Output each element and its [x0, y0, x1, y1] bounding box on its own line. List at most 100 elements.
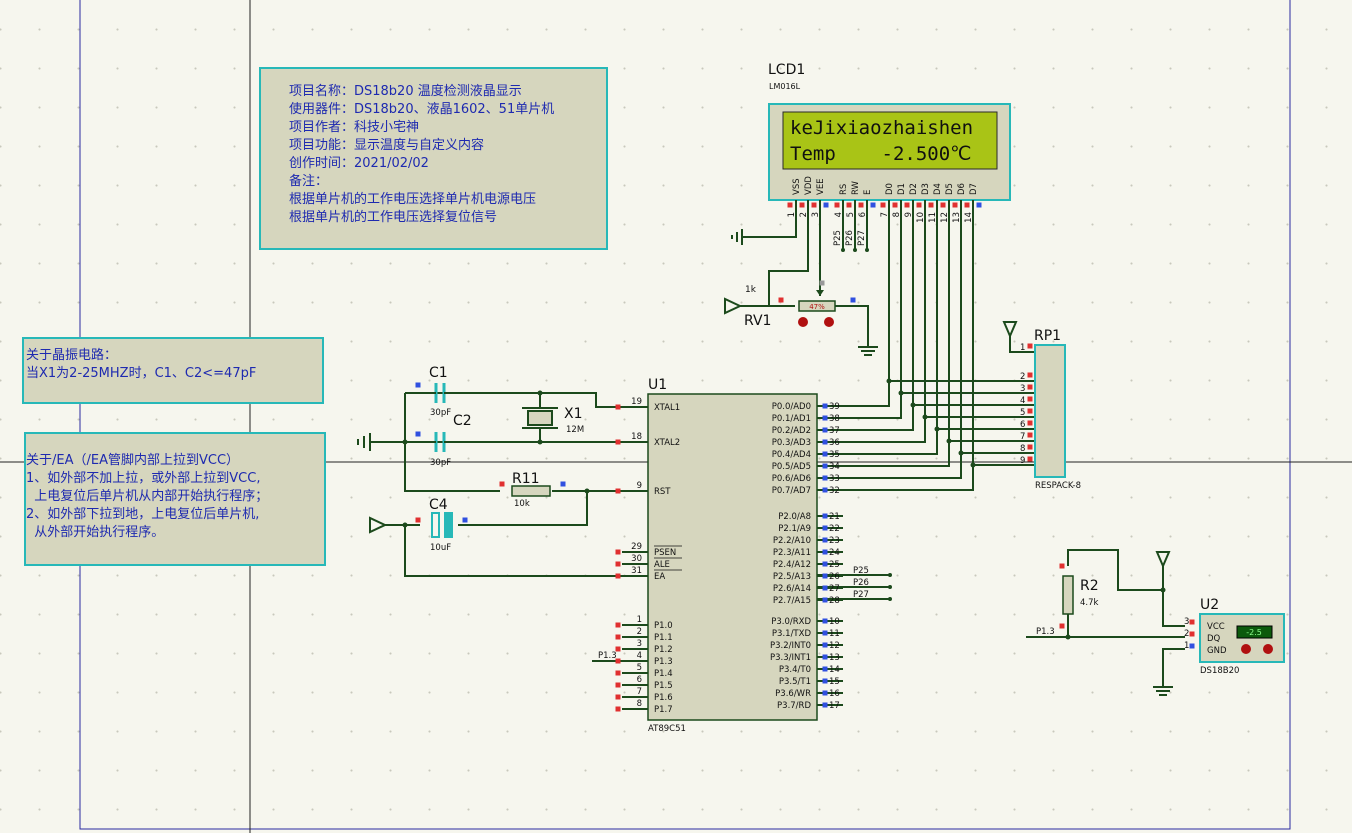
pin-number: 4: [637, 651, 642, 661]
pin-state-marker: [822, 525, 828, 531]
pin-state-marker: [615, 646, 621, 652]
rp1-pin-number: 6: [1020, 420, 1025, 430]
pin-number: 22: [829, 524, 840, 534]
u2-model: DS18B20: [1200, 666, 1239, 676]
note-line: 1、如外部不加上拉，或外部上拉到VCC,: [26, 471, 261, 486]
rv1-percent: 47%: [809, 303, 825, 311]
u2-pin-name: VCC: [1207, 622, 1225, 632]
u2-display-value: -2.5: [1246, 628, 1262, 637]
pin-name: P1.4: [654, 669, 673, 679]
c4-plate-neg: [444, 512, 453, 538]
pin-name: EA: [654, 572, 665, 582]
pin-state-marker: [964, 202, 970, 208]
pin-state-marker: [1189, 631, 1195, 637]
rp1-pin-number: 9: [1020, 456, 1025, 466]
pin-state-marker: [976, 202, 982, 208]
pin-state-marker: [822, 415, 828, 421]
pin-state-marker: [1027, 456, 1033, 462]
lcd-pin-name: D3: [921, 183, 931, 195]
pin-state-marker: [822, 427, 828, 433]
lcd-line-2: Temp -2.500℃: [790, 143, 971, 165]
pin-state-marker: [822, 403, 828, 409]
rv1-button-down[interactable]: [798, 317, 808, 327]
pin-name: P0.0/AD0: [772, 402, 811, 412]
pin-name: P2.7/A15: [773, 596, 811, 606]
lcd-pin-number: 14: [964, 212, 974, 223]
pin-name: P3.4/T0: [779, 665, 811, 675]
pin-state-marker: [615, 706, 621, 712]
note-ea[interactable]: 关于/EA（/EA管脚内部上拉到VCC）1、如外部不加上拉，或外部上拉到VCC,…: [24, 432, 326, 566]
u2-button-down[interactable]: [1241, 644, 1251, 654]
lcd-pin-name: VSS: [792, 178, 802, 195]
pin-state-marker: [822, 451, 828, 457]
pin-state-marker: [858, 202, 864, 208]
pin-state-marker: [615, 682, 621, 688]
note-line: 2、如外部下拉到地，上电复位后单片机,: [26, 507, 260, 522]
note-line: 从外部开始执行程序。: [26, 525, 165, 540]
pin-state-marker: [1189, 619, 1195, 625]
pin-number: 25: [829, 560, 840, 570]
lcd-pin-number: 9: [904, 212, 914, 217]
pin-state-marker: [415, 431, 421, 437]
pin-name: P1.6: [654, 693, 673, 703]
rp1-pin-number: 3: [1020, 384, 1025, 394]
pin-state-marker: [1027, 372, 1033, 378]
pin-state-marker: [615, 549, 621, 555]
pin-number: 7: [637, 687, 642, 697]
note-project-info[interactable]: 项目名称：DS18b20 温度检测液晶显示使用器件：DS18b20、液晶1602…: [259, 67, 608, 250]
pin-number: 29: [631, 542, 642, 552]
pin-number: 27: [829, 584, 840, 594]
pin-number: 18: [631, 432, 642, 442]
net-p13-u1: P1.3: [598, 651, 617, 661]
lcd-pin-number: 13: [952, 212, 962, 223]
pin-state-marker: [822, 475, 828, 481]
lcd-pin-number: 3: [811, 212, 821, 217]
c1-ref: C1: [429, 365, 448, 381]
pin-number: 6: [637, 675, 642, 685]
note-crystal[interactable]: 关于晶振电路：当X1为2-25MHZ时，C1、C2<=47pF: [22, 337, 324, 404]
pin-state-marker: [415, 517, 421, 523]
lcd-model: LM016L: [769, 82, 801, 91]
u1-body: [647, 393, 818, 721]
pin-state-marker: [615, 634, 621, 640]
pin-state-marker: [822, 513, 828, 519]
lcd-ctrl-net: P27: [857, 230, 867, 246]
net-p27: P27: [853, 590, 869, 600]
pin-number: 32: [829, 486, 840, 496]
pin-state-marker: [560, 481, 566, 487]
pin-number: 14: [829, 665, 840, 675]
pin-number: 38: [829, 414, 840, 424]
lcd-ctrl-net: P25: [833, 230, 843, 246]
note-line: 创作时间：2021/02/02: [289, 156, 429, 171]
pin-state-marker: [1027, 343, 1033, 349]
pin-name: P2.1/A9: [778, 524, 811, 534]
pin-state-marker: [1027, 384, 1033, 390]
lcd-pin-name: D5: [945, 183, 955, 195]
rv1-button-up[interactable]: [824, 317, 834, 327]
pin-state-marker: [892, 202, 898, 208]
pin-number: 33: [829, 474, 840, 484]
note-line: 根据单片机的工作电压选择复位信号: [289, 210, 498, 225]
pin-state-marker: [778, 297, 784, 303]
pin-state-marker: [822, 630, 828, 636]
sheet-border: [79, 0, 1291, 830]
pin-state-marker: [811, 202, 817, 208]
pin-state-marker: [615, 670, 621, 676]
u2-pin-name: DQ: [1207, 634, 1221, 644]
lcd-pin-number: 2: [799, 212, 809, 217]
pin-number: 16: [829, 689, 840, 699]
x1-value: 12M: [566, 425, 584, 435]
pin-state-marker: [916, 202, 922, 208]
pin-state-marker: [1059, 563, 1065, 569]
pin-name: P3.1/TXD: [772, 629, 812, 639]
pin-state-marker: [822, 690, 828, 696]
r2-ref: R2: [1080, 578, 1099, 594]
lcd-pin-name: D2: [909, 183, 919, 195]
u2-button-up[interactable]: [1263, 644, 1273, 654]
pin-state-marker: [1027, 444, 1033, 450]
lcd-ctrl-net: P26: [845, 230, 855, 246]
pin-name: P0.6/AD6: [772, 474, 811, 484]
